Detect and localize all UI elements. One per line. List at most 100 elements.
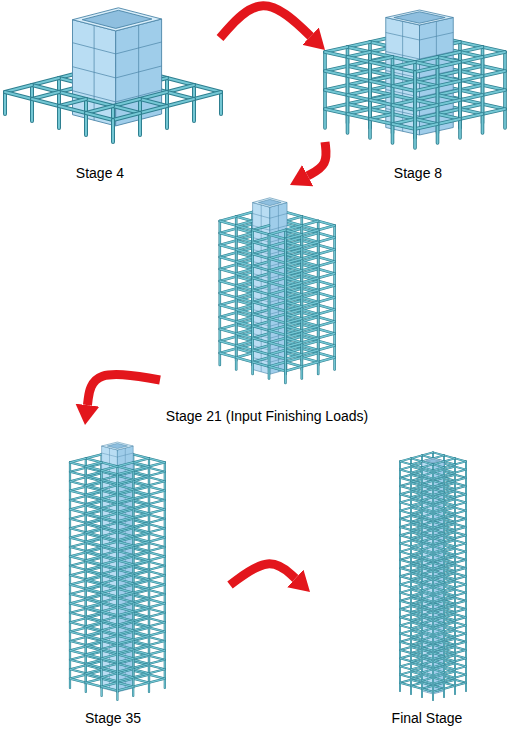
frame-member [269,314,285,319]
building-frame [220,198,335,383]
frame-member-edge [302,310,318,315]
frame-member [318,298,334,303]
frame-member [149,609,165,613]
frame-member-edge [149,656,165,660]
frame-member [253,254,269,259]
frame-member-edge [70,562,86,566]
frame-member [220,269,236,274]
frame-member-edge [32,92,59,99]
frame-member [269,230,285,235]
frame-member-edge [438,81,461,86]
frame-member [220,293,236,298]
frame-member-edge [86,660,102,664]
frame-member [302,362,318,367]
frame-member-edge [70,660,86,664]
frame-member-edge [133,458,149,462]
frame-member [236,317,252,322]
frame-member [318,346,334,351]
frame-member-edge [138,113,142,135]
frame-member-edge [269,362,285,367]
frame-member-edge [285,290,301,295]
frame-member [220,253,236,258]
frame-member-edge [236,310,252,315]
frame-member-edge [253,298,269,303]
frame-member [112,120,114,142]
frame-member-edge [133,613,149,617]
frame-member [285,319,301,324]
frame-member-edge [269,350,285,355]
frame-member-edge [285,212,301,217]
frame-member [269,247,285,252]
frame-member-edge [70,496,86,500]
frame-member-edge [253,334,269,339]
frame-member-edge [149,524,165,528]
frame-member-edge [149,496,165,500]
frame-member [370,81,393,86]
frame-member-edge [149,468,165,472]
frame-member-edge [70,665,86,669]
frame-member [269,235,285,240]
frame-member-edge [284,239,287,383]
frame-member [86,679,102,683]
frame-member-edge [149,487,165,491]
frame-member-edge [269,326,285,331]
frame-member-edge [220,301,236,306]
frame-member-edge [302,334,318,339]
frame-member-edge [302,358,318,363]
frame-member-edge [140,99,167,106]
frame-member [285,302,301,307]
frame-member-edge [32,99,59,106]
frame-member [285,247,301,252]
frame-member-edge [253,286,269,291]
frame-member [86,660,102,664]
frame-member-edge [70,487,86,491]
frame-member-edge [413,72,417,148]
frame-member-edge [149,650,165,654]
frame-member [70,622,86,626]
frame-member-edge [220,217,236,222]
frame-member [149,590,165,594]
frame-member [415,67,438,72]
frame-member-edge [86,458,102,462]
frame-member-edge [269,283,285,288]
frame-member-edge [113,99,140,106]
frame-member [318,310,334,315]
frame-member-edge [220,269,236,274]
frame-member [253,298,269,303]
frame-member-edge [140,106,167,113]
frame-member [253,326,269,331]
frame-member [285,350,301,355]
frame-member-edge [253,266,269,271]
frame-member-edge [302,274,318,279]
frame-member [302,230,318,235]
frame-member-edge [269,295,285,300]
frame-member [325,52,348,57]
frame-member [167,99,194,106]
frame-member-edge [149,646,165,650]
frame-member [220,317,236,322]
frame-member [269,331,285,336]
frame-member [133,679,149,683]
frame-member [269,259,285,264]
frame-member-edge [236,281,252,286]
frame-member [149,622,165,626]
frame-member [220,349,236,354]
frame-member [70,669,86,673]
frame-member [269,242,285,247]
frame-member-edge [220,293,236,298]
frame-member [149,562,165,566]
frame-member [269,307,285,312]
frame-member-edge [149,552,165,556]
frame-member [318,274,334,279]
frame-member-edge [86,454,102,458]
frame-member-edge [111,120,115,142]
frame-member [86,106,113,113]
frame-member [253,334,269,339]
frame-member [483,71,506,76]
frame-member-edge [133,679,149,683]
frame-member-edge [133,622,149,626]
frame-member-edge [318,250,334,255]
frame-member [86,458,102,462]
frame-member [236,286,252,291]
frame-member-edge [149,581,165,585]
